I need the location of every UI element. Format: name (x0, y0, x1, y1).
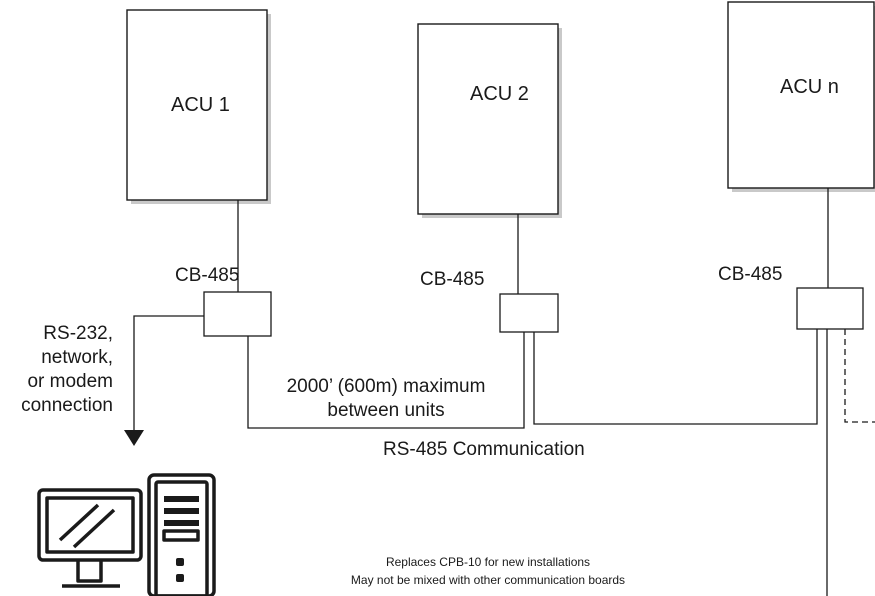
acu-1-box (126, 9, 271, 204)
distance-label: 2000’ (600m) maximum between units (262, 375, 510, 423)
connection-label: RS-232, network, or modem connection (0, 322, 113, 418)
connection-label-line: connection (21, 395, 113, 416)
cb-485-label-2: CB-485 (420, 269, 485, 290)
connection-label-line: or modem (27, 371, 113, 392)
rs-485-bus-label: RS-485 Communication (383, 439, 585, 460)
acu-n-label: ACU n (780, 76, 839, 98)
connection-label-line: network, (41, 347, 113, 368)
rs-485-extension-dashed-wire (844, 329, 875, 423)
rs-232-link-wire (133, 315, 204, 432)
acu-2-label: ACU 2 (470, 83, 529, 105)
cb-485-board-2 (499, 293, 559, 333)
computer-monitor-icon (37, 488, 143, 588)
acu-n-box (727, 1, 875, 192)
cb-485-board-1 (203, 291, 272, 337)
distance-label-line: 2000’ (600m) maximum (286, 376, 486, 397)
arrow-down-icon (124, 430, 144, 446)
note-line: May not be mixed with other communicatio… (350, 573, 626, 587)
rs-485-segment-1-wire (247, 332, 525, 429)
cb-485-board-n (796, 287, 864, 330)
cb-485-label-n: CB-485 (718, 264, 783, 285)
connection-label-line: RS-232, (43, 323, 113, 344)
acu-1-label: ACU 1 (171, 94, 230, 116)
note-line: Replaces CPB-10 for new installations (385, 555, 591, 569)
distance-label-line: between units (327, 400, 445, 421)
notes: Replaces CPB-10 for new installations Ma… (328, 553, 648, 589)
rs-485-segment-2-wire (533, 329, 818, 425)
cb-485-label-1: CB-485 (175, 265, 240, 286)
computer-tower-icon (147, 473, 216, 596)
acu-2-box (417, 23, 562, 218)
